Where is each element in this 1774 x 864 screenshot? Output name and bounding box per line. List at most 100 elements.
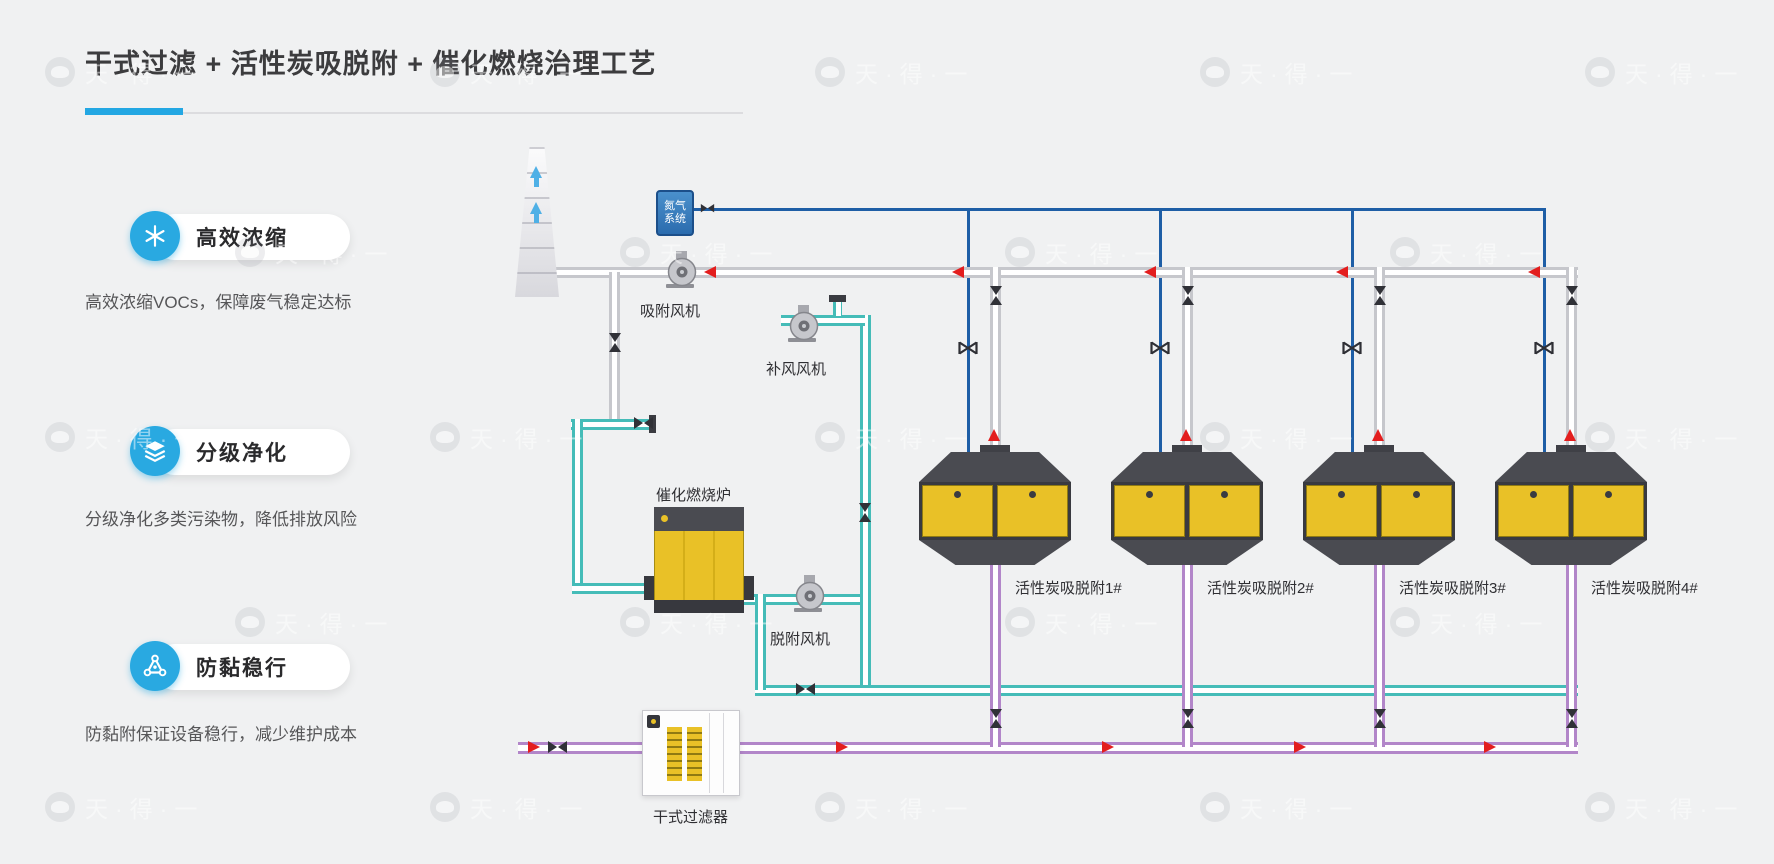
watermark-text: 天·得·一 [1240,426,1360,452]
unit-top [1111,452,1263,482]
watermark-text: 天·得·一 [1240,61,1360,87]
layers-icon [130,426,180,476]
desorption-header-pipe [755,685,1578,696]
stack-flow-arrow-icon [530,202,542,214]
unit-body [1111,482,1263,540]
watermark: 天·得·一 [1200,790,1359,824]
watermark-text: 天·得·一 [855,796,975,822]
pipe-flange [744,576,754,600]
nitrogen-valve [958,341,978,355]
brand-dot-icon [1605,491,1612,498]
watermark: 天·得·一 [1390,235,1549,269]
watermark-text: 天·得·一 [1625,796,1745,822]
flow-arrow-right-icon [1294,741,1306,753]
watermark-text: 天·得·一 [275,611,395,637]
watermark-logo-icon [815,792,845,822]
watermark-logo-icon [1585,792,1615,822]
flow-arrow-up-icon [988,429,1000,441]
watermark-logo-icon [1200,57,1230,87]
nitrogen-line-drop [1351,208,1354,452]
watermark-logo-icon [1390,607,1420,637]
teal-pipe-left-drop [572,419,583,593]
feature-desc: 防黏附保证设备稳行，减少维护成本 [85,725,357,744]
watermark-logo-icon [430,422,460,452]
watermark-logo-icon [1005,237,1035,267]
watermark-logo-icon [45,57,75,87]
filter-media-column [687,727,702,781]
feature-desc: 分级净化多类污染物，降低排放风险 [85,510,357,529]
filter-divider [709,713,710,793]
watermark: 天·得·一 [1005,605,1164,639]
furnace-label: 催化燃烧炉 [656,487,732,504]
furnace-top [654,507,744,531]
unit-door [1573,485,1644,537]
catalytic-furnace [654,507,744,613]
stack-flow-arrow-icon [534,214,539,223]
brand-dot-icon [1146,491,1153,498]
exhaust-riser-4 [1566,267,1577,452]
pipe-flange [644,576,654,600]
molecule-icon [130,641,180,691]
valve [858,503,871,522]
pipe-end-cap [829,295,846,302]
unit-collar [1364,445,1394,454]
nitrogen-valve [1150,341,1170,355]
unit-door [1114,485,1185,537]
watermark-text: 天·得·一 [1045,241,1165,267]
unit-inlet-riser-2 [1182,565,1193,747]
nitrogen-line-drop [967,208,970,452]
riser-valve [1373,286,1386,305]
flow-arrow-left-icon [1528,266,1540,278]
unit-body [1303,482,1455,540]
watermark-logo-icon [45,792,75,822]
unit-hopper [1111,540,1263,565]
watermark: 天·得·一 [430,790,589,824]
watermark-logo-icon [1200,422,1230,452]
exhaust-riser-3 [1374,267,1385,452]
valve [548,741,567,754]
carbon-unit-label-2: 活性炭吸脱附2# [1207,580,1314,597]
carbon-adsorber-unit-4 [1495,445,1647,565]
desorption-fan-label: 脱附风机 [770,631,831,648]
watermark-logo-icon [235,607,265,637]
brand-badge-icon [647,715,660,728]
watermark-logo-icon [620,607,650,637]
dry-filter-label: 干式过滤器 [653,809,729,826]
stack-flow-arrow-icon [534,178,539,187]
inlet-valve [989,709,1002,728]
flow-arrow-right-icon [528,741,540,753]
teal-pipe-upper [571,419,651,430]
brand-dot-icon [1338,491,1345,498]
watermark-text: 天·得·一 [1430,241,1550,267]
title-underline-accent [85,108,183,115]
valve [700,203,715,213]
unit-door [1189,485,1260,537]
watermark-logo-icon [815,57,845,87]
riser-valve [1565,286,1578,305]
unit-door [922,485,993,537]
inlet-valve [1373,709,1386,728]
watermark-text: 天·得·一 [1625,61,1745,87]
brand-dot-icon [1413,491,1420,498]
unit-top [1303,452,1455,482]
watermark-text: 天·得·一 [1045,611,1165,637]
feature-pill-antistick: 防黏稳行 [152,644,350,690]
watermark-text: 天·得·一 [855,426,975,452]
brand-dot-icon [1530,491,1537,498]
watermark-logo-icon [430,792,460,822]
desorption-connector [755,594,766,690]
feature-pill-concentrate: 高效浓缩 [152,214,350,260]
watermark-logo-icon [1585,57,1615,87]
watermark-text: 天·得·一 [470,796,590,822]
watermark: 天·得·一 [45,790,204,824]
inlet-valve [1565,709,1578,728]
watermark: 天·得·一 [1585,790,1744,824]
riser-valve [989,286,1002,305]
brand-dot-icon [1221,491,1228,498]
title-underline [85,112,743,114]
unit-body [1495,482,1647,540]
watermark: 天·得·一 [430,420,589,454]
watermark-text: 天·得·一 [1240,796,1360,822]
brand-dot-icon [1029,491,1036,498]
makeup-fan-label: 补风风机 [766,361,827,378]
